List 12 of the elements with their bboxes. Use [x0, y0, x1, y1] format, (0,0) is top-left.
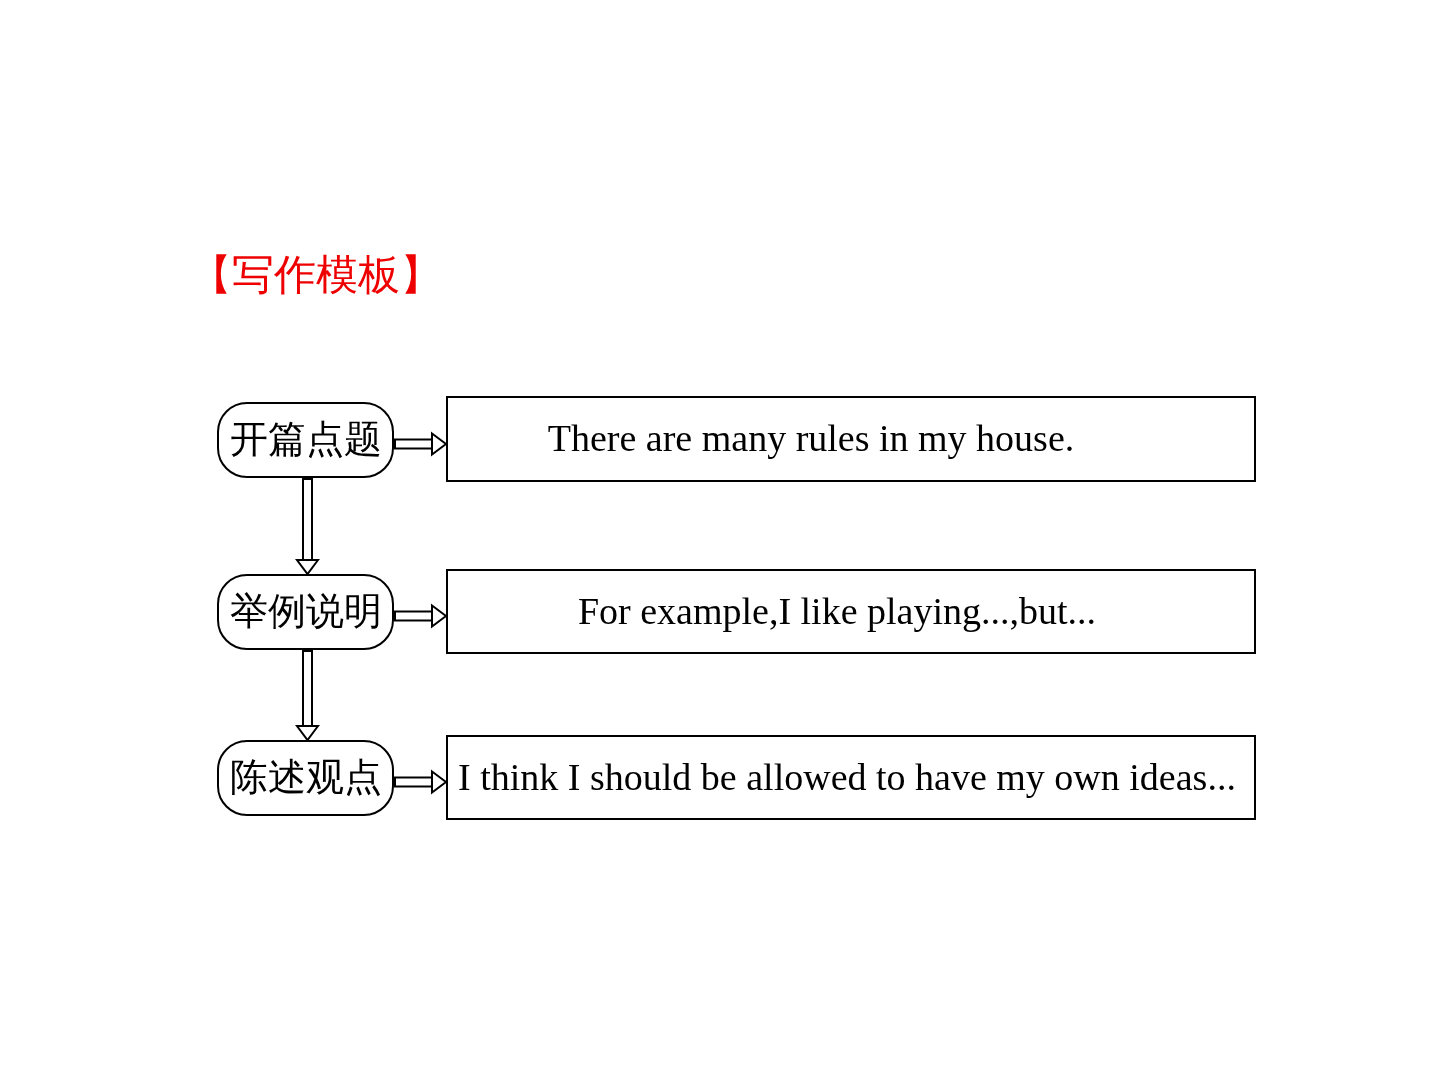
arrow	[394, 432, 447, 456]
rounded-box: 举例说明	[217, 574, 394, 650]
arrow	[394, 604, 447, 628]
text-box: There are many rules in my house.	[446, 396, 1256, 482]
arrow	[394, 770, 447, 794]
arrow	[296, 650, 319, 741]
rounded-box: 开篇点题	[217, 402, 394, 478]
title: 【写作模板】	[190, 252, 442, 299]
rounded-box: 陈述观点	[217, 740, 394, 816]
arrow	[296, 478, 319, 575]
text-box: For example,I like playing...,but...	[446, 569, 1256, 654]
text-box: I think I should be allowed to have my own ideas...	[446, 735, 1256, 820]
